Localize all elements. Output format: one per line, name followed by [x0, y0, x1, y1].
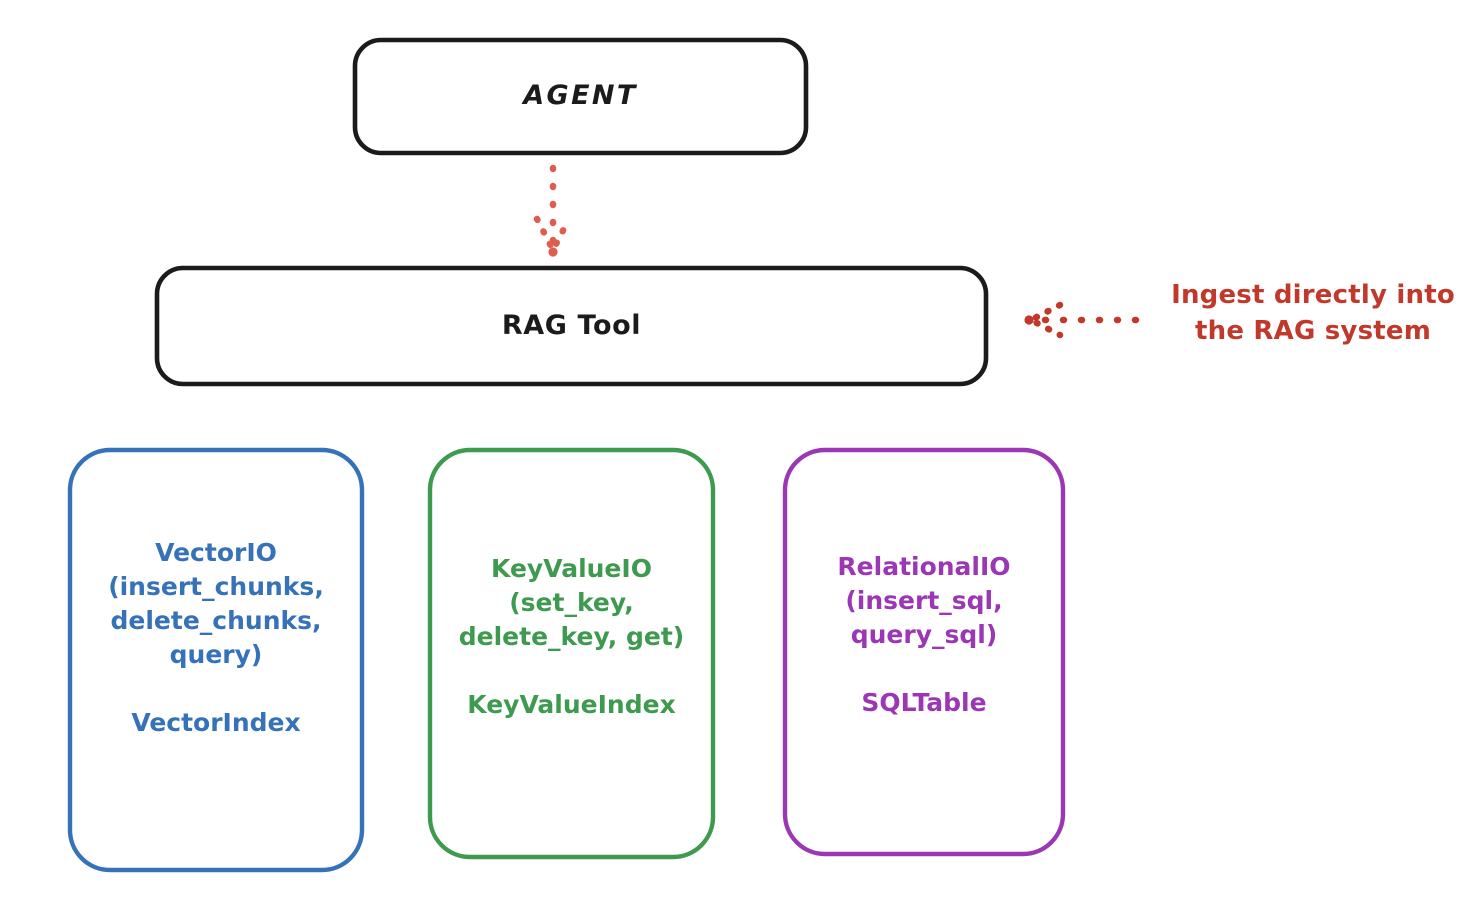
key-value-io-node[interactable]: KeyValueIO (set_key, delete_key, get) Ke… — [430, 450, 713, 857]
rag-tool-node-label: RAG Tool — [501, 309, 642, 341]
agent-node-label: AGENT — [523, 80, 638, 112]
ingest-annotation-text: Ingest directly into the RAG system — [1171, 280, 1455, 346]
vector-io-node-label: VectorIO (insert_chunks, delete_chunks, … — [108, 538, 324, 737]
rag-tool-node[interactable]: RAG Tool — [157, 268, 986, 384]
agent-node[interactable]: AGENT — [355, 40, 806, 153]
relational-io-node-label: RelationalIO (insert_sql, query_sql) SQL… — [837, 552, 1011, 717]
ingest-note-connector — [1024, 301, 1140, 339]
key-value-io-node-label: KeyValueIO (set_key, delete_key, get) Ke… — [458, 554, 685, 719]
vector-io-node[interactable]: VectorIO (insert_chunks, delete_chunks, … — [70, 450, 362, 870]
agent-to-rag-tool-connector — [533, 164, 573, 257]
relational-io-node[interactable]: RelationalIO (insert_sql, query_sql) SQL… — [785, 450, 1063, 854]
